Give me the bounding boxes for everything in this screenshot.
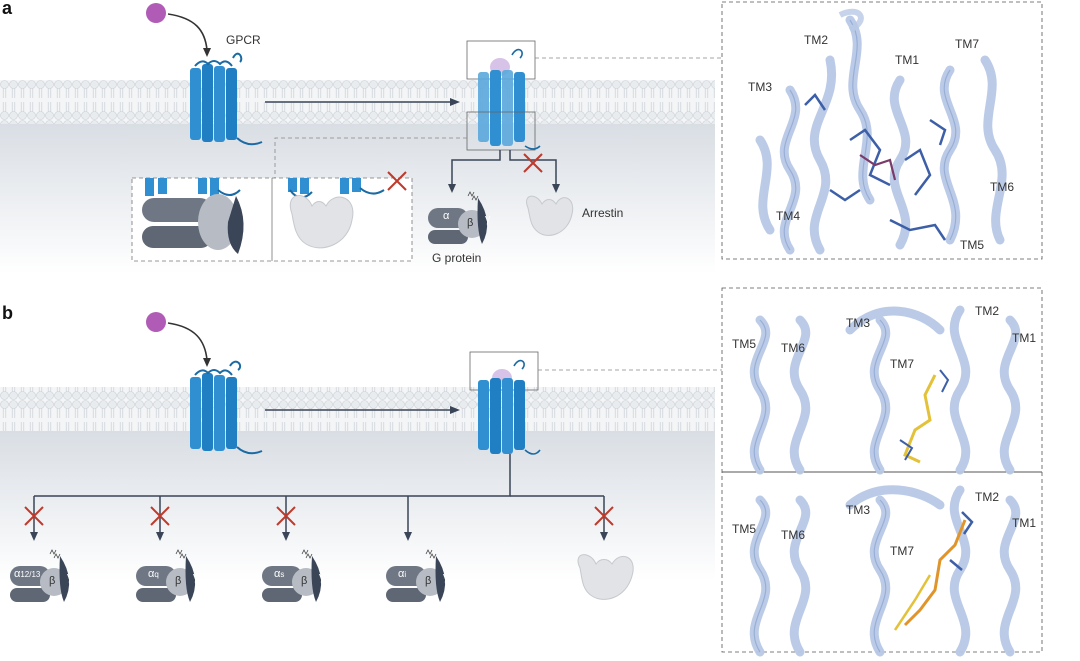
g-protein-a: [428, 191, 488, 244]
ligand-a: [146, 3, 166, 23]
tm-label-b-bottom-6: TM7: [890, 544, 914, 558]
arrestin-b: [577, 554, 634, 600]
tm-label-b-bottom-4: TM2: [975, 490, 999, 504]
alpha-label-b-3: αs: [274, 568, 285, 580]
g-protein-b-4: [386, 549, 446, 602]
alpha-label-b-2: αq: [148, 568, 159, 580]
alpha-label-b-1: α12/13: [14, 568, 41, 580]
blocked-cross-arrestin-a: [523, 153, 543, 173]
beta-label-b-4: β: [425, 575, 432, 587]
tm-label-b-top-2: TM6: [781, 341, 805, 355]
arrestin-a: [526, 195, 574, 236]
beta-subunit-label-a: β: [467, 217, 474, 229]
gamma-label-b-2: γ: [193, 571, 199, 583]
beta-label-b-1: β: [49, 575, 56, 587]
tm-label-a-4: TM3: [748, 80, 772, 94]
gpcr-receptor-a-left: [190, 52, 263, 146]
tm-label-a-2: TM1: [895, 53, 919, 67]
tm-label-b-top-6: TM7: [890, 357, 914, 371]
structure-view-a: [721, 1, 1043, 260]
g-protein-b-2: [136, 549, 196, 602]
panel-letter-b: b: [2, 303, 13, 323]
g-protein-b-3: [262, 549, 322, 602]
complex-inset-a: [131, 177, 413, 262]
tm-label-a-1: TM2: [804, 33, 828, 47]
g-protein-b-1: [10, 549, 70, 602]
alpha-label-b-4: αi: [398, 568, 407, 580]
ligand-b: [146, 312, 166, 332]
tm-label-b-top-1: TM5: [732, 337, 756, 351]
tm-label-b-bottom-2: TM6: [781, 528, 805, 542]
ligand-arrow-a: [167, 13, 208, 51]
tm-label-b-top-4: TM2: [975, 304, 999, 318]
gpcr-receptor-b-left: [190, 360, 263, 455]
blocked-cross-inset-a: [387, 171, 407, 191]
tm-label-b-top-5: TM1: [1012, 331, 1036, 345]
tm-label-a-7: TM5: [960, 238, 984, 252]
structure-view-b: [721, 287, 1043, 657]
branch-arrows-a: [451, 150, 557, 186]
gamma-label-b-1: γ: [67, 571, 73, 583]
alpha-subunit-label-a: α: [443, 210, 450, 222]
blocked-crosses-b: [24, 506, 614, 526]
gpcr-receptor-a-right: [466, 40, 541, 151]
beta-label-b-2: β: [175, 575, 182, 587]
ligand-arrow-b: [167, 322, 208, 361]
tm-label-b-bottom-1: TM5: [732, 522, 756, 536]
gamma-subunit-label-a: γ: [485, 213, 491, 225]
tm-label-b-bottom-3: TM3: [846, 503, 870, 517]
gamma-label-b-4: γ: [443, 571, 449, 583]
tm-label-a-5: TM6: [990, 180, 1014, 194]
gpcr-receptor-b-right: [469, 351, 541, 455]
membrane-b: [0, 387, 715, 581]
tm-label-a-6: TM4: [776, 209, 800, 223]
panel-letter-a: a: [2, 0, 13, 18]
gpcr-label: GPCR: [226, 33, 261, 47]
tm-label-a-3: TM7: [955, 37, 979, 51]
tm-label-b-bottom-5: TM1: [1012, 516, 1036, 530]
g-protein-label: G protein: [432, 251, 482, 265]
branch-arrowheads-b: [30, 532, 608, 541]
beta-label-b-3: β: [301, 575, 308, 587]
tm-label-b-top-3: TM3: [846, 316, 870, 330]
inset-guide-a: [274, 137, 467, 178]
arrestin-label: Arrestin: [582, 206, 624, 220]
gamma-label-b-3: γ: [319, 571, 325, 583]
